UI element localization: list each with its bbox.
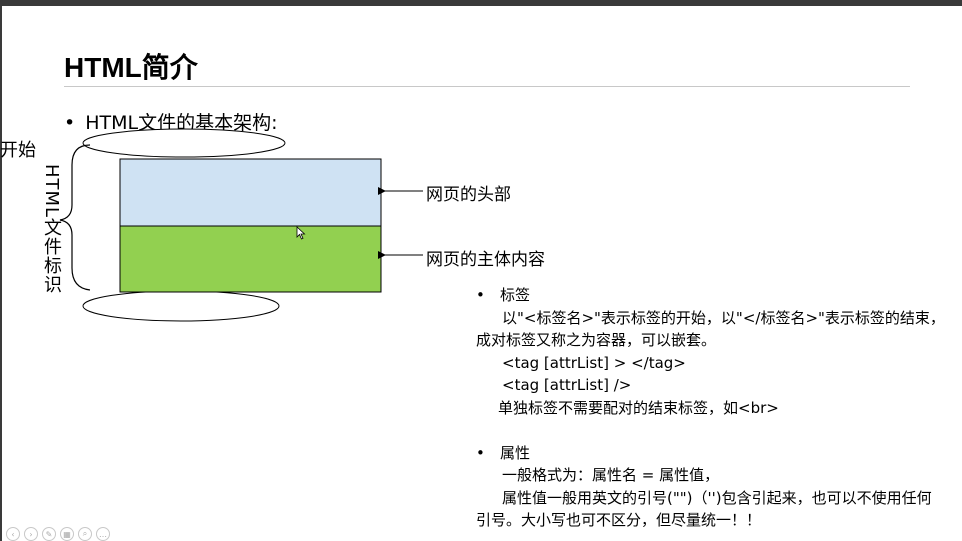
tags-description: 以"<标签名>"表示标签的开始，以"</标签名>"表示标签的结束，成对标签又称之…: [476, 308, 945, 350]
slideshow-controls: ‹ › ✎ ▦ ⌕ …: [6, 527, 110, 541]
tags-heading: 标签: [500, 286, 531, 304]
pen-icon[interactable]: ✎: [42, 527, 56, 541]
main-bullet-text: HTML文件的基本架构:: [85, 112, 278, 134]
mouse-cursor-icon: [296, 226, 306, 240]
notes-panel: •标签 以"<标签名>"表示标签的开始，以"</标签名>"表示标签的结束，成对标…: [476, 284, 946, 532]
prev-icon[interactable]: ‹: [6, 527, 20, 541]
zoom-icon[interactable]: ⌕: [78, 527, 92, 541]
attr-description: 属性值一般用英文的引号("")（'')包含引起来，也可以不使用任何引号。大小写也…: [476, 488, 932, 530]
slides-icon[interactable]: ▦: [60, 527, 74, 541]
head-section-box: [119, 158, 382, 227]
end-tag-ellipse: [82, 290, 280, 322]
slide-title: HTML简介: [64, 52, 198, 83]
window-left-edge: [0, 6, 2, 541]
tags-single-note: 单独标签不需要配对的结束标签，如<br>: [498, 398, 779, 417]
title-divider: [64, 86, 910, 87]
bullet-marker: •: [64, 112, 76, 134]
tags-heading-line: •标签: [476, 286, 531, 304]
more-icon[interactable]: …: [96, 527, 110, 541]
tags-example-1: <tag [attrList] > </tag>: [502, 353, 686, 372]
attr-heading-line: •属性: [476, 443, 531, 462]
attr-heading: 属性: [500, 443, 531, 462]
html-file-identifier-label: HTML文件标识: [41, 164, 62, 295]
start-tag-ellipse: [82, 128, 286, 158]
attr-format: 一般格式为：属性名 = 属性值，: [502, 466, 720, 485]
window-top-bar: [0, 0, 962, 6]
main-bullet: • HTML文件的基本架构:: [64, 108, 278, 135]
start-label: 开始: [0, 140, 36, 161]
next-icon[interactable]: ›: [24, 527, 38, 541]
body-annotation: 网页的主体内容: [426, 250, 545, 270]
body-section-box: [119, 225, 382, 293]
brace: [59, 144, 91, 291]
tags-example-2: <tag [attrList] />: [502, 376, 632, 395]
head-annotation: 网页的头部: [426, 185, 511, 205]
